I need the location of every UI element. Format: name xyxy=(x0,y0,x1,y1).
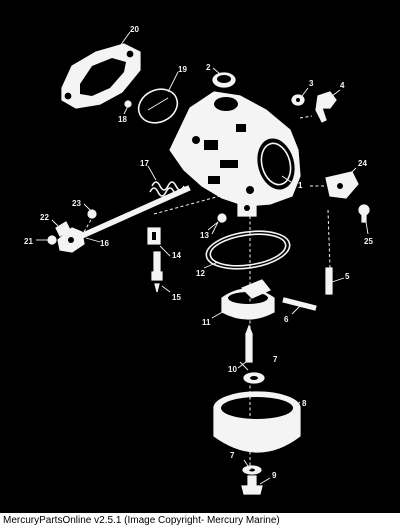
carburetor-exploded-diagram: 2 3 4 1 5 6 7 8 7 9 10 11 12 13 14 15 16… xyxy=(24,25,373,495)
part-23-screw[interactable] xyxy=(87,209,97,219)
callout-12: 12 xyxy=(196,269,205,278)
image-caption: MercuryPartsOnline v2.5.1 (Image Copyrig… xyxy=(0,513,400,529)
callout-7-lower: 7 xyxy=(230,451,235,460)
callout-4: 4 xyxy=(340,81,345,90)
part-15-needle[interactable] xyxy=(151,251,163,293)
part-2-cap[interactable] xyxy=(212,72,236,88)
callout-22: 22 xyxy=(40,213,49,222)
callout-10: 10 xyxy=(228,365,237,374)
callout-5: 5 xyxy=(345,272,350,281)
callout-3: 3 xyxy=(309,79,314,88)
part-7-gasket-lower[interactable] xyxy=(242,465,262,475)
part-6-pin[interactable] xyxy=(282,297,317,311)
callout-11: 11 xyxy=(202,318,211,327)
callout-15: 15 xyxy=(172,293,181,302)
callout-23: 23 xyxy=(72,199,81,208)
part-20-gasket[interactable] xyxy=(61,43,141,109)
callout-18: 18 xyxy=(118,115,127,124)
callout-6: 6 xyxy=(284,315,289,324)
callout-8: 8 xyxy=(302,399,307,408)
callout-24: 24 xyxy=(358,159,367,168)
callout-25: 25 xyxy=(364,237,373,246)
part-19-plate[interactable] xyxy=(133,83,183,129)
callout-21: 21 xyxy=(24,237,33,246)
callout-7-upper: 7 xyxy=(273,355,278,364)
callout-13: 13 xyxy=(200,231,209,240)
part-5-pin[interactable] xyxy=(325,267,333,295)
callout-2: 2 xyxy=(206,63,211,72)
part-21-nut[interactable] xyxy=(47,235,57,245)
part-8-float-bowl[interactable] xyxy=(213,391,301,453)
callout-14: 14 xyxy=(172,251,181,260)
callout-1: 1 xyxy=(298,181,303,190)
alignment-lines xyxy=(83,113,331,470)
callout-9: 9 xyxy=(272,471,277,480)
part-3-nut[interactable] xyxy=(291,94,305,106)
part-12-o-ring[interactable] xyxy=(204,226,292,273)
part-4-fitting[interactable] xyxy=(315,91,337,123)
part-7-gasket-upper[interactable] xyxy=(243,372,265,384)
part-1-carburetor-body[interactable] xyxy=(169,91,301,217)
part-16-shaft[interactable] xyxy=(57,185,191,253)
callout-17: 17 xyxy=(140,159,149,168)
part-13-screw[interactable] xyxy=(217,213,227,223)
callout-20: 20 xyxy=(130,25,139,34)
part-17-spring[interactable] xyxy=(149,181,185,197)
part-22-lever[interactable] xyxy=(55,221,71,237)
part-24-bracket[interactable] xyxy=(325,171,359,199)
part-10-needle-valve[interactable] xyxy=(245,324,253,363)
part-25-screw[interactable] xyxy=(358,204,370,223)
callout-19: 19 xyxy=(178,65,187,74)
leader-lines xyxy=(36,31,369,485)
part-11-float[interactable] xyxy=(221,279,275,320)
part-9-bolt[interactable] xyxy=(241,475,263,495)
part-14-jet[interactable] xyxy=(147,227,161,245)
callout-16: 16 xyxy=(100,239,109,248)
